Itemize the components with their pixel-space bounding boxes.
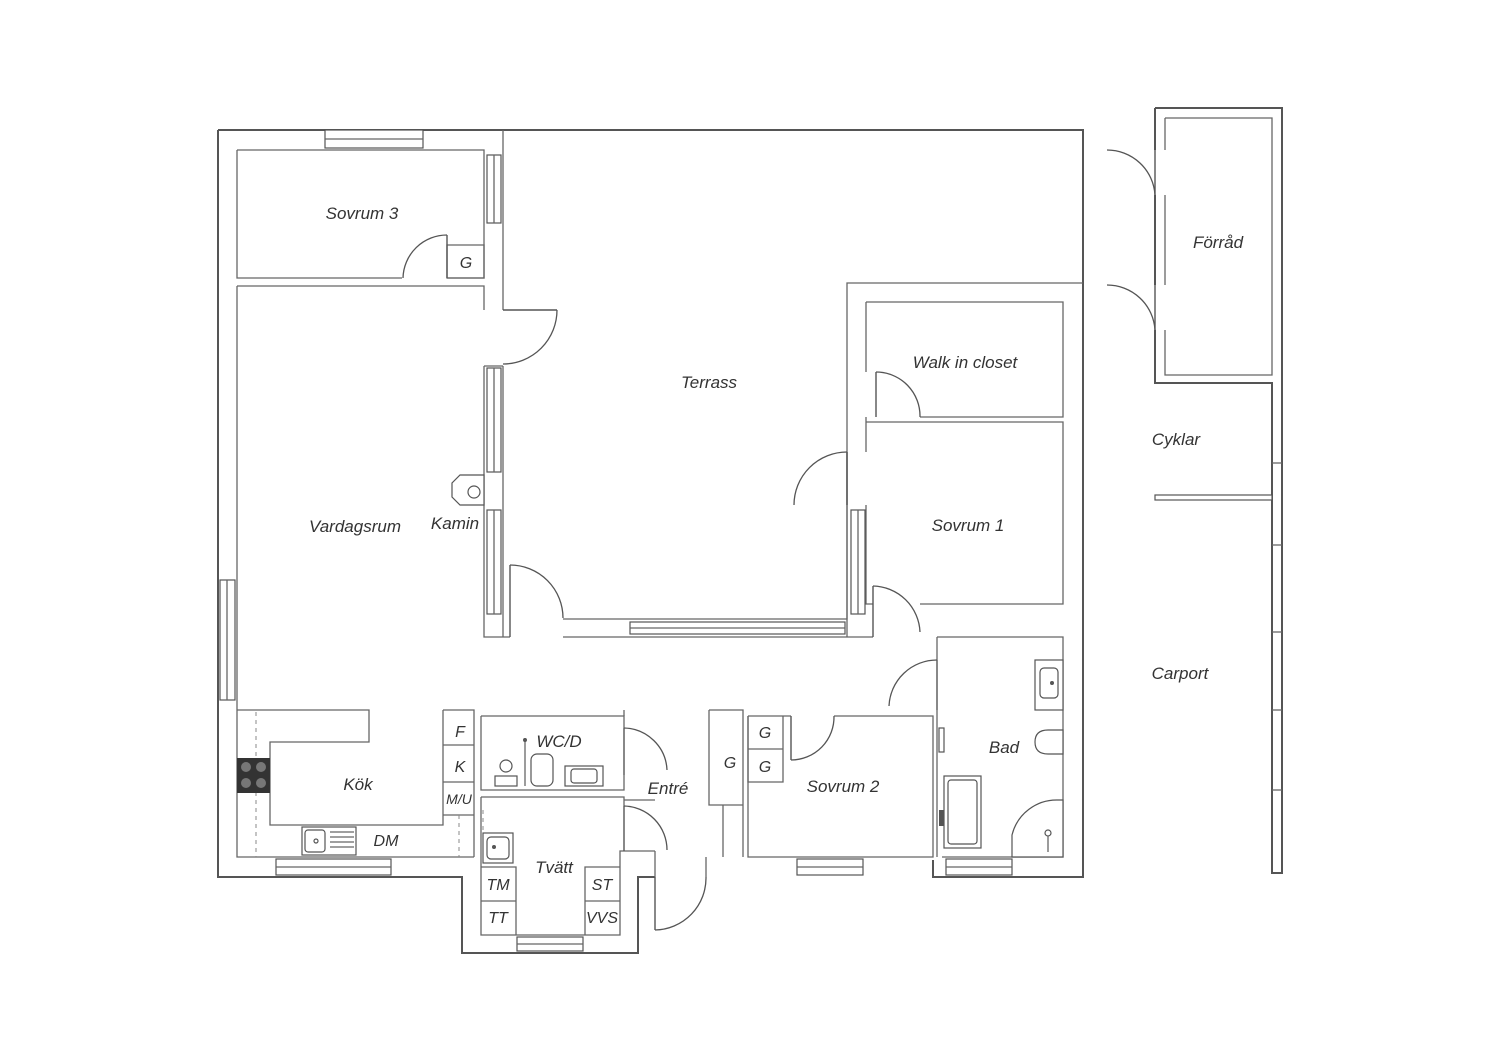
wc-fixtures: [494, 738, 604, 787]
label-mu: M/U: [446, 791, 473, 807]
label-tm: TM: [486, 877, 510, 894]
label-kamin: Kamin: [431, 514, 479, 533]
label-walk-in-closet: Walk in closet: [913, 353, 1019, 372]
label-vardagsrum: Vardagsrum: [309, 517, 401, 536]
label-g-sovrum-3: G: [460, 255, 472, 272]
laundry-sink: [482, 810, 514, 864]
label-tt: TT: [488, 910, 509, 927]
outbuilding: [1154, 107, 1283, 874]
fixture-labels: G F K M/U DM G G G TM TT ST VVS: [374, 255, 772, 927]
label-terrass: Terrass: [681, 373, 738, 392]
label-bad: Bad: [989, 738, 1020, 757]
doors: [402, 149, 1156, 931]
cooktop: [237, 758, 270, 793]
label-cyklar: Cyklar: [1152, 430, 1202, 449]
room-labels: Sovrum 3 Terrass Förråd Walk in closet C…: [309, 204, 1244, 877]
label-sovrum-3: Sovrum 3: [326, 204, 399, 223]
label-dm: DM: [374, 833, 400, 850]
laundry-machines: [481, 866, 620, 935]
label-wc: WC/D: [536, 732, 581, 751]
label-g-sovrum-2-top: G: [759, 725, 771, 742]
label-vvs: VVS: [586, 910, 618, 927]
label-g-sovrum-2-bottom: G: [759, 759, 771, 776]
fixtures: [237, 474, 1064, 935]
walls: [217, 129, 1084, 954]
label-g-entre: G: [724, 755, 736, 772]
kamin-stove: [451, 474, 485, 506]
bathroom-fixtures: [939, 659, 1064, 858]
label-entre: Entré: [648, 779, 689, 798]
label-f: F: [455, 724, 466, 741]
label-tvatt: Tvätt: [535, 858, 574, 877]
label-carport: Carport: [1152, 664, 1210, 683]
label-forrad: Förråd: [1193, 233, 1244, 252]
label-st: ST: [592, 877, 614, 894]
label-sovrum-2: Sovrum 2: [807, 777, 880, 796]
windows: [219, 129, 1013, 952]
kitchen-sink: [301, 826, 357, 856]
label-kok: Kök: [343, 775, 374, 794]
label-k: K: [455, 759, 467, 776]
label-sovrum-1: Sovrum 1: [932, 516, 1005, 535]
